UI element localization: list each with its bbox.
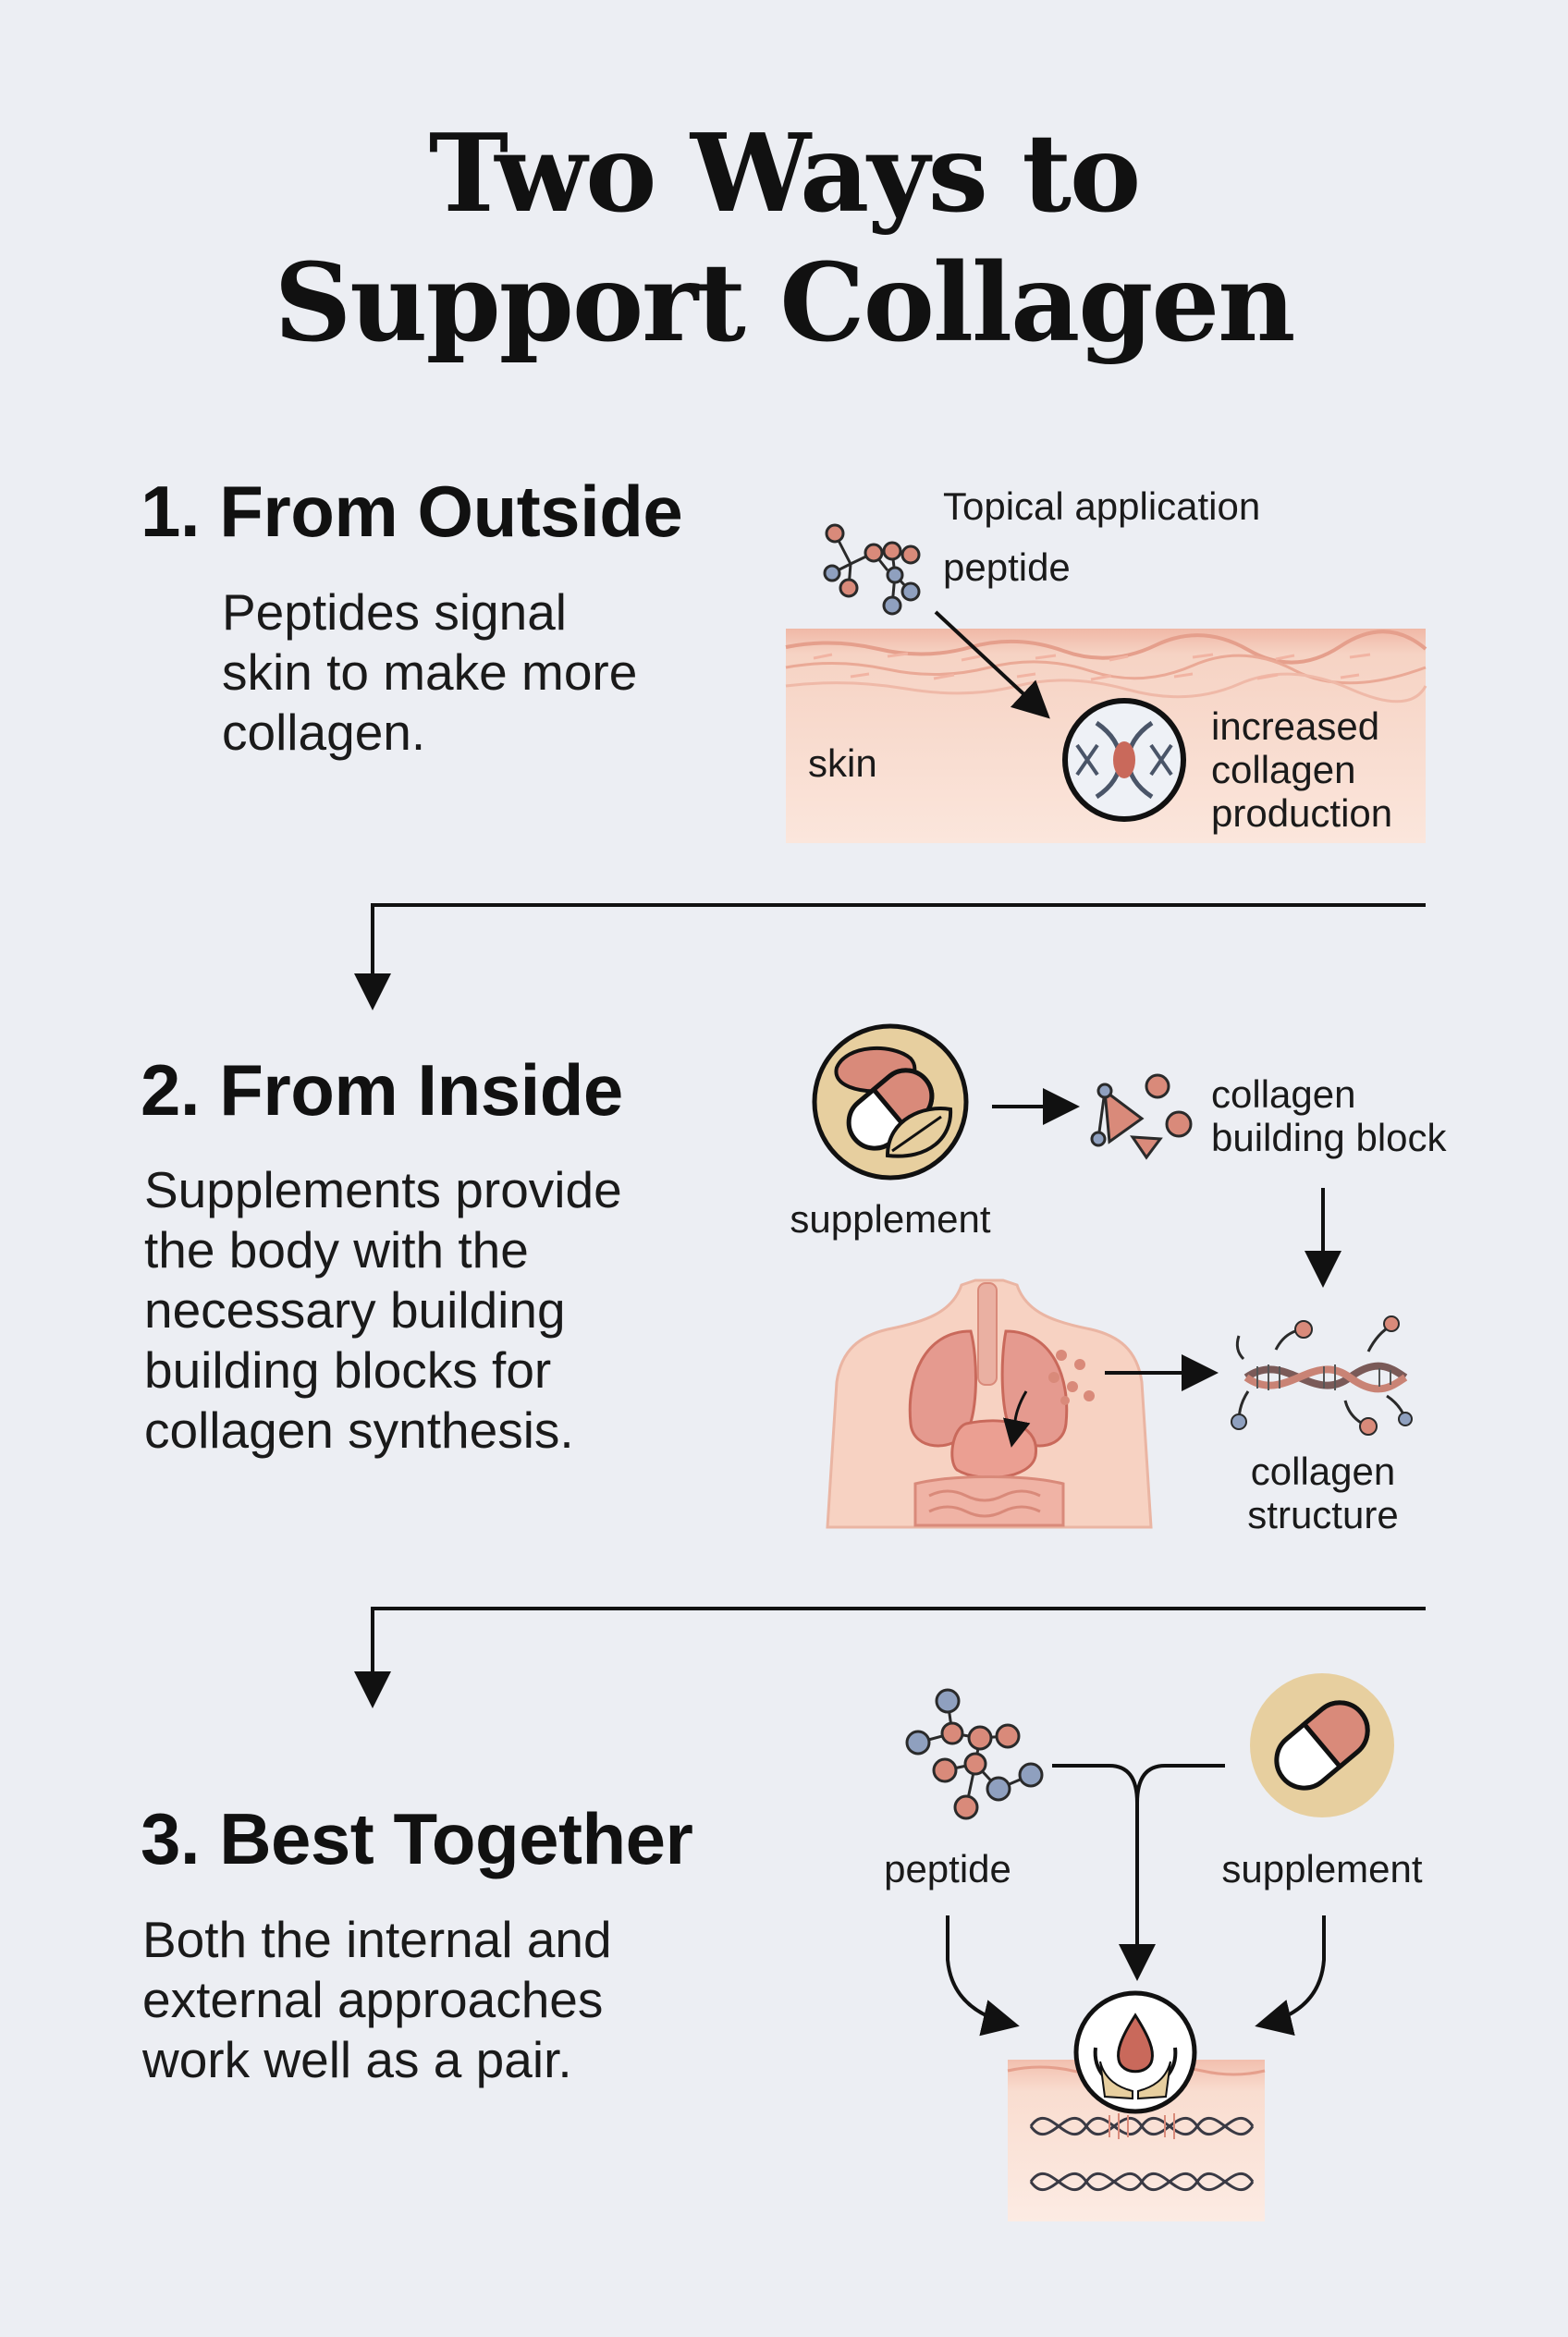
supplement-icon xyxy=(812,1023,969,1181)
result-label-line: collagen xyxy=(1211,748,1356,791)
title-line-2: Support Collagen xyxy=(274,240,1295,366)
title-line-1: Two Ways to xyxy=(428,111,1142,237)
building-block-label-line: building block xyxy=(1211,1116,1447,1159)
section2-body-line: the body with the xyxy=(144,1221,529,1279)
section3-body-line: Both the internal and xyxy=(142,1911,612,1968)
supplement-label: supplement xyxy=(1221,1847,1423,1890)
section2-body: Supplements provide the body with the ne… xyxy=(144,1160,622,1461)
connector-2-to-3 xyxy=(354,1607,1426,1708)
section2-body-line: Supplements provide xyxy=(144,1161,622,1218)
torso-icon xyxy=(826,1279,1153,1529)
section1-body-line: collagen. xyxy=(222,704,426,761)
section3-body-line: external approaches xyxy=(142,1971,604,2028)
section2-body-line: collagen synthesis. xyxy=(144,1401,574,1459)
skin-label: skin xyxy=(808,741,877,785)
molecule-icon xyxy=(905,1688,1044,1820)
topical-label: Topical application xyxy=(943,484,1261,528)
result-label-line: increased xyxy=(1211,704,1380,748)
peptide-label: peptide xyxy=(884,1847,1011,1890)
dna-icon xyxy=(1062,698,1186,822)
triple-helix-icon xyxy=(1231,1315,1413,1436)
section2-body-line: building blocks for xyxy=(144,1341,552,1399)
section2-heading: 2. From Inside xyxy=(141,1049,623,1131)
hands-drop-icon xyxy=(1073,1990,1197,2114)
building-block-icon xyxy=(1090,1073,1193,1160)
result-label-line: production xyxy=(1211,791,1393,835)
merge-connector xyxy=(1052,1764,1225,1804)
section2-body-line: necessary building xyxy=(144,1281,566,1339)
section3-heading: 3. Best Together xyxy=(141,1798,693,1879)
section1-body-line: skin to make more xyxy=(222,643,638,701)
arrow-peptide-to-skin xyxy=(934,610,1050,719)
building-block-label-line: collagen xyxy=(1211,1072,1356,1116)
section1-heading: 1. From Outside xyxy=(141,471,683,552)
section1-body: Peptides signal skin to make more collag… xyxy=(222,582,637,763)
connector-1-to-2 xyxy=(354,903,1426,1010)
healthy-skin-result xyxy=(1007,1990,1266,2221)
molecule-icon xyxy=(823,523,921,616)
leaf-icon xyxy=(885,1107,953,1158)
supplement-label: supplement xyxy=(790,1197,991,1241)
structure-label-line: collagen xyxy=(1250,1450,1396,1493)
dna-strand-row xyxy=(1029,2117,1255,2191)
section3-body: Both the internal and external approache… xyxy=(142,1910,612,2090)
section1-body-line: Peptides signal xyxy=(222,583,568,641)
arrow-peptide-to-result xyxy=(946,1915,1020,2037)
capsule-icon xyxy=(1250,1673,1394,1817)
page-title: Two Ways to Support Collagen xyxy=(0,109,1568,368)
section3-body-line: work well as a pair. xyxy=(142,2031,572,2088)
structure-label-line: structure xyxy=(1247,1493,1399,1536)
peptide-label: peptide xyxy=(943,545,1071,589)
arrow-supplement-to-result xyxy=(1255,1915,1326,2037)
